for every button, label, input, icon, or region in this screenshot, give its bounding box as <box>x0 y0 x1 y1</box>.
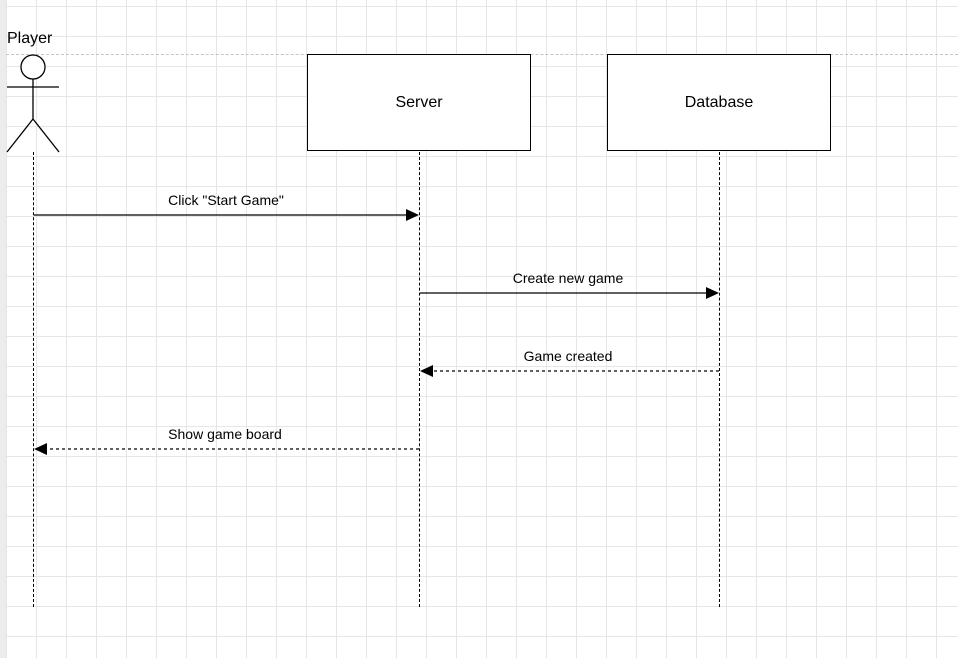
message-click-start-game-arrowhead <box>406 209 419 221</box>
message-create-new-game-label[interactable]: Create new game <box>512 270 624 286</box>
participant-database-label: Database <box>684 93 754 111</box>
message-show-game-board-arrowhead <box>34 443 47 455</box>
participant-database[interactable]: Database <box>607 54 831 151</box>
participant-server[interactable]: Server <box>307 54 531 151</box>
message-game-created-arrowhead <box>420 365 433 377</box>
participant-server-label: Server <box>395 93 443 111</box>
message-game-created-label[interactable]: Game created <box>523 348 613 364</box>
message-click-start-game-label[interactable]: Click "Start Game" <box>168 192 284 208</box>
actor-player-label[interactable]: Player <box>7 30 53 47</box>
message-show-game-board-label[interactable]: Show game board <box>168 426 282 442</box>
canvas-left-edge <box>0 0 6 658</box>
server-lifeline[interactable] <box>419 152 420 607</box>
message-create-new-game-arrowhead <box>706 287 719 299</box>
actor-left-leg <box>6 118 34 153</box>
database-lifeline[interactable] <box>719 152 720 607</box>
actor-right-leg <box>32 118 60 153</box>
stick-figure-icon[interactable] <box>6 54 62 154</box>
player-lifeline[interactable] <box>33 152 34 607</box>
